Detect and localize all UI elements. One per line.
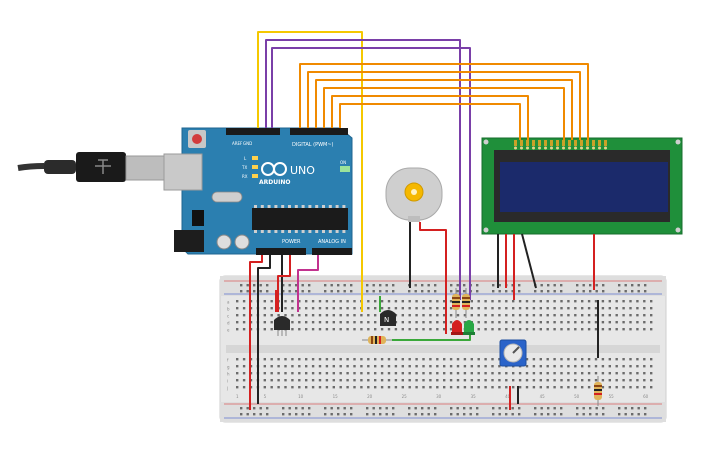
wire-orange-6[interactable] — [339, 103, 521, 140]
svg-text:15: 15 — [333, 394, 339, 399]
resistor-lcd[interactable] — [594, 376, 602, 406]
wire-orange-1[interactable] — [299, 63, 589, 140]
breadboard-center-gap — [226, 345, 660, 353]
dc-motor[interactable] — [385, 167, 443, 222]
digital-header-left — [226, 128, 280, 135]
potentiometer[interactable] — [499, 339, 527, 367]
led-green[interactable] — [463, 320, 475, 335]
digital-header-right — [290, 128, 348, 135]
wire-lcd-black-2[interactable] — [521, 233, 537, 289]
digital-pins-label: DIGITAL (PWM~) — [292, 142, 334, 148]
capacitor-2 — [234, 234, 250, 250]
svg-text:1: 1 — [236, 394, 239, 399]
lcd-16x2[interactable] — [481, 137, 683, 235]
svg-text:5: 5 — [264, 394, 267, 399]
svg-text:10: 10 — [298, 394, 304, 399]
wire-orange-3[interactable] — [315, 79, 573, 140]
crystal — [211, 191, 243, 203]
rx-led — [252, 174, 258, 178]
svg-text:e: e — [227, 328, 230, 333]
svg-text:d: d — [227, 321, 230, 326]
dc-power-jack — [174, 230, 204, 252]
svg-text:a: a — [227, 300, 230, 305]
temperature-sensor[interactable] — [274, 316, 290, 336]
power-header — [256, 248, 306, 255]
l-led — [252, 156, 258, 160]
tx-led — [252, 165, 258, 169]
wire-power-5v[interactable] — [249, 255, 263, 410]
l-label: L — [244, 156, 247, 161]
analog-header — [312, 248, 352, 255]
atmega-chip — [252, 208, 348, 230]
arduino-brand: ARDUINO — [259, 179, 290, 186]
usb-b-jack — [163, 153, 203, 191]
on-led — [340, 166, 350, 172]
svg-text:55: 55 — [609, 394, 615, 399]
gnd-label: GND — [243, 141, 252, 146]
svg-text:30: 30 — [436, 394, 442, 399]
npn-transistor[interactable]: N — [380, 310, 396, 326]
svg-text:50: 50 — [574, 394, 580, 399]
resistor-led-green[interactable] — [462, 288, 470, 318]
wires — [249, 31, 599, 410]
potentiometer-knob-icon — [512, 346, 520, 354]
wire-orange-4[interactable] — [323, 87, 565, 140]
reset-button[interactable] — [192, 134, 202, 144]
usb-cable — [17, 152, 183, 182]
power-pins-label: POWER — [282, 239, 301, 245]
svg-text:20: 20 — [367, 394, 373, 399]
wire-sensor-signal[interactable] — [297, 255, 319, 312]
wire-power-gnd[interactable] — [257, 255, 271, 404]
svg-text:40: 40 — [505, 394, 511, 399]
svg-text:45: 45 — [540, 394, 546, 399]
capacitor-1 — [216, 234, 232, 250]
tx-label: TX — [241, 165, 247, 170]
led-red[interactable] — [451, 320, 463, 335]
arduino-model: UNO — [290, 164, 315, 177]
wire-purple-2[interactable] — [271, 47, 471, 300]
voltage-regulator — [192, 210, 204, 226]
atmega-chip-pins — [254, 205, 346, 233]
svg-text:h: h — [227, 372, 230, 377]
breadboard-holes — [236, 284, 653, 416]
lcd-screen — [500, 162, 668, 212]
on-label: ON — [340, 160, 346, 165]
usb-symbol-icon — [95, 159, 111, 174]
svg-text:i: i — [227, 379, 228, 384]
wire-sensor-vcc[interactable] — [277, 255, 291, 312]
resistor-led-red[interactable] — [452, 288, 460, 318]
analog-pins-label: ANALOG IN — [318, 239, 346, 245]
svg-text:60: 60 — [643, 394, 649, 399]
rx-label: RX — [242, 174, 248, 179]
transistor-label: N — [384, 316, 389, 324]
resistor-base[interactable] — [362, 336, 392, 344]
wire-orange-5[interactable] — [331, 95, 529, 140]
svg-text:b: b — [227, 307, 230, 312]
svg-text:c: c — [227, 314, 229, 319]
svg-text:g: g — [227, 365, 230, 370]
wire-motor-red[interactable] — [419, 222, 447, 334]
wire-orange-2[interactable] — [307, 71, 581, 140]
svg-text:f: f — [227, 358, 229, 363]
wire-purple-1[interactable] — [265, 39, 461, 300]
aref-label: AREF — [232, 141, 243, 146]
svg-text:j: j — [226, 386, 228, 391]
lcd-pins — [514, 140, 607, 150]
wire-yellow[interactable] — [257, 31, 363, 312]
svg-text:25: 25 — [402, 394, 408, 399]
arduino-uno-board[interactable]: ARDUINO UNO DIGITAL (PWM~) POWER ANALOG … — [163, 127, 353, 255]
svg-text:35: 35 — [471, 394, 477, 399]
